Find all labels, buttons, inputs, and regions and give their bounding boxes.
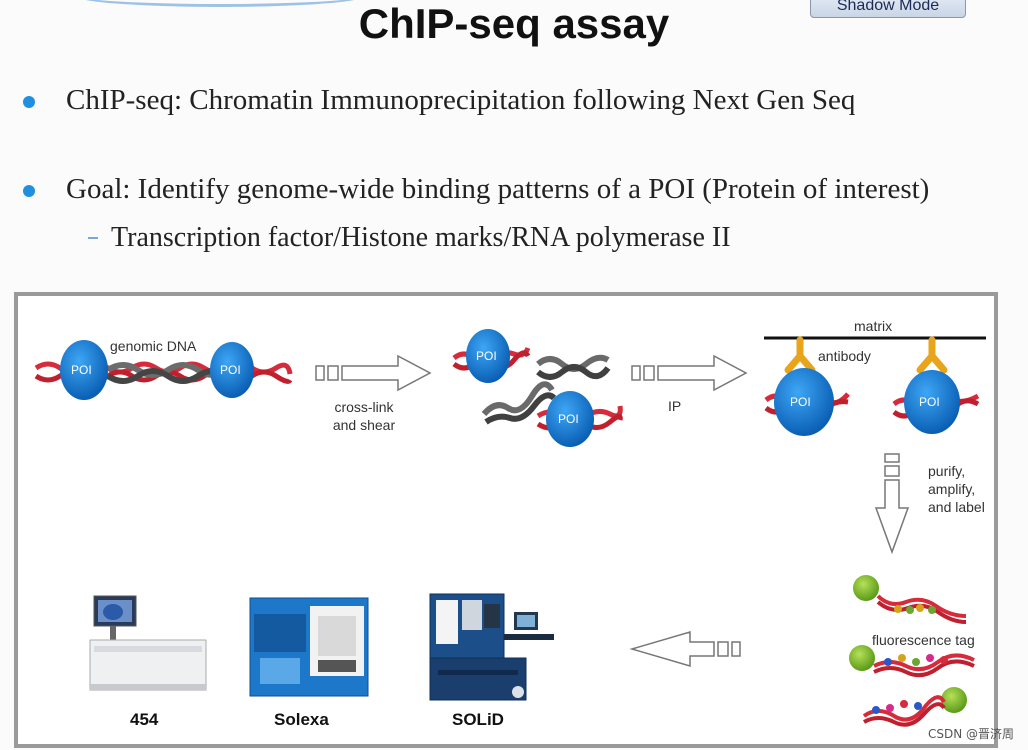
poi-protein-2: POI: [210, 342, 254, 398]
poi-label: POI: [220, 363, 241, 377]
poi-label: POI: [476, 349, 497, 363]
antibody-1: [784, 336, 816, 374]
instrument-454-image: [89, 595, 207, 691]
labeled-fragments: [849, 575, 975, 727]
label-genomic-dna: genomic DNA: [110, 338, 197, 354]
label-instrument-454: 454: [130, 710, 159, 729]
arrow-crosslink-icon: [315, 354, 432, 392]
sub-bullet-dash-icon: [88, 237, 98, 239]
sub-bullet-text: Transcription factor/Histone marks/RNA p…: [111, 222, 731, 253]
arrow-ip-icon: [631, 354, 748, 392]
label-crosslink-shear: cross-link and shear: [324, 398, 404, 434]
label-fluorescence-tag: fluorescence tag: [872, 632, 975, 648]
label-crosslink: cross-link: [334, 399, 394, 415]
label-matrix: matrix: [854, 318, 893, 334]
bullet-chipseq: ChIP-seq: Chromatin Immunoprecipitation …: [23, 84, 856, 117]
poi-label: POI: [558, 412, 579, 426]
label-shear: and shear: [332, 417, 396, 433]
label-ip: IP: [668, 398, 682, 414]
arrow-purify-icon: [874, 453, 910, 555]
label-antibody: antibody: [818, 348, 871, 364]
instrument-solexa-image: [249, 597, 369, 697]
bullet-goal: Goal: Identify genome-wide binding patte…: [23, 173, 930, 206]
label-label: and label: [928, 499, 985, 515]
poi-protein-3: POI: [466, 329, 510, 383]
csdn-watermark: CSDN @晋济周: [927, 727, 1014, 741]
instrument-solid-image: [429, 593, 554, 701]
label-amplify: amplify,: [928, 481, 976, 497]
slide-title: ChIP-seq assay: [358, 0, 670, 47]
arrow-sequencing-icon: [629, 630, 741, 668]
poi-label: POI: [71, 363, 92, 377]
decorative-arc: [70, 0, 370, 7]
antibody-2: [916, 336, 948, 374]
bullet-dot-icon: [23, 96, 35, 108]
bullet-text: Goal: Identify genome-wide binding patte…: [66, 173, 930, 205]
shadow-mode-button[interactable]: Shadow Mode: [810, 0, 966, 18]
chipseq-diagram: POI POI: [14, 292, 998, 748]
poi-protein-4: POI: [546, 391, 594, 447]
poi-label: POI: [919, 395, 940, 409]
label-instrument-solid: SOLiD: [452, 710, 504, 729]
diagram-graphics: POI POI: [34, 329, 986, 727]
poi-protein-6: POI: [904, 370, 960, 434]
poi-protein-5: POI: [774, 368, 834, 436]
poi-label: POI: [790, 395, 811, 409]
label-instrument-solexa: Solexa: [274, 710, 329, 729]
bullet-text: ChIP-seq: Chromatin Immunoprecipitation …: [66, 84, 856, 116]
sub-bullet: Transcription factor/Histone marks/RNA p…: [88, 222, 731, 254]
label-purify: purify,: [928, 463, 966, 479]
poi-protein-1: POI: [60, 340, 108, 400]
bullet-dot-icon: [23, 185, 35, 197]
label-purify-amplify-label: purify, amplify, and label: [928, 462, 985, 516]
